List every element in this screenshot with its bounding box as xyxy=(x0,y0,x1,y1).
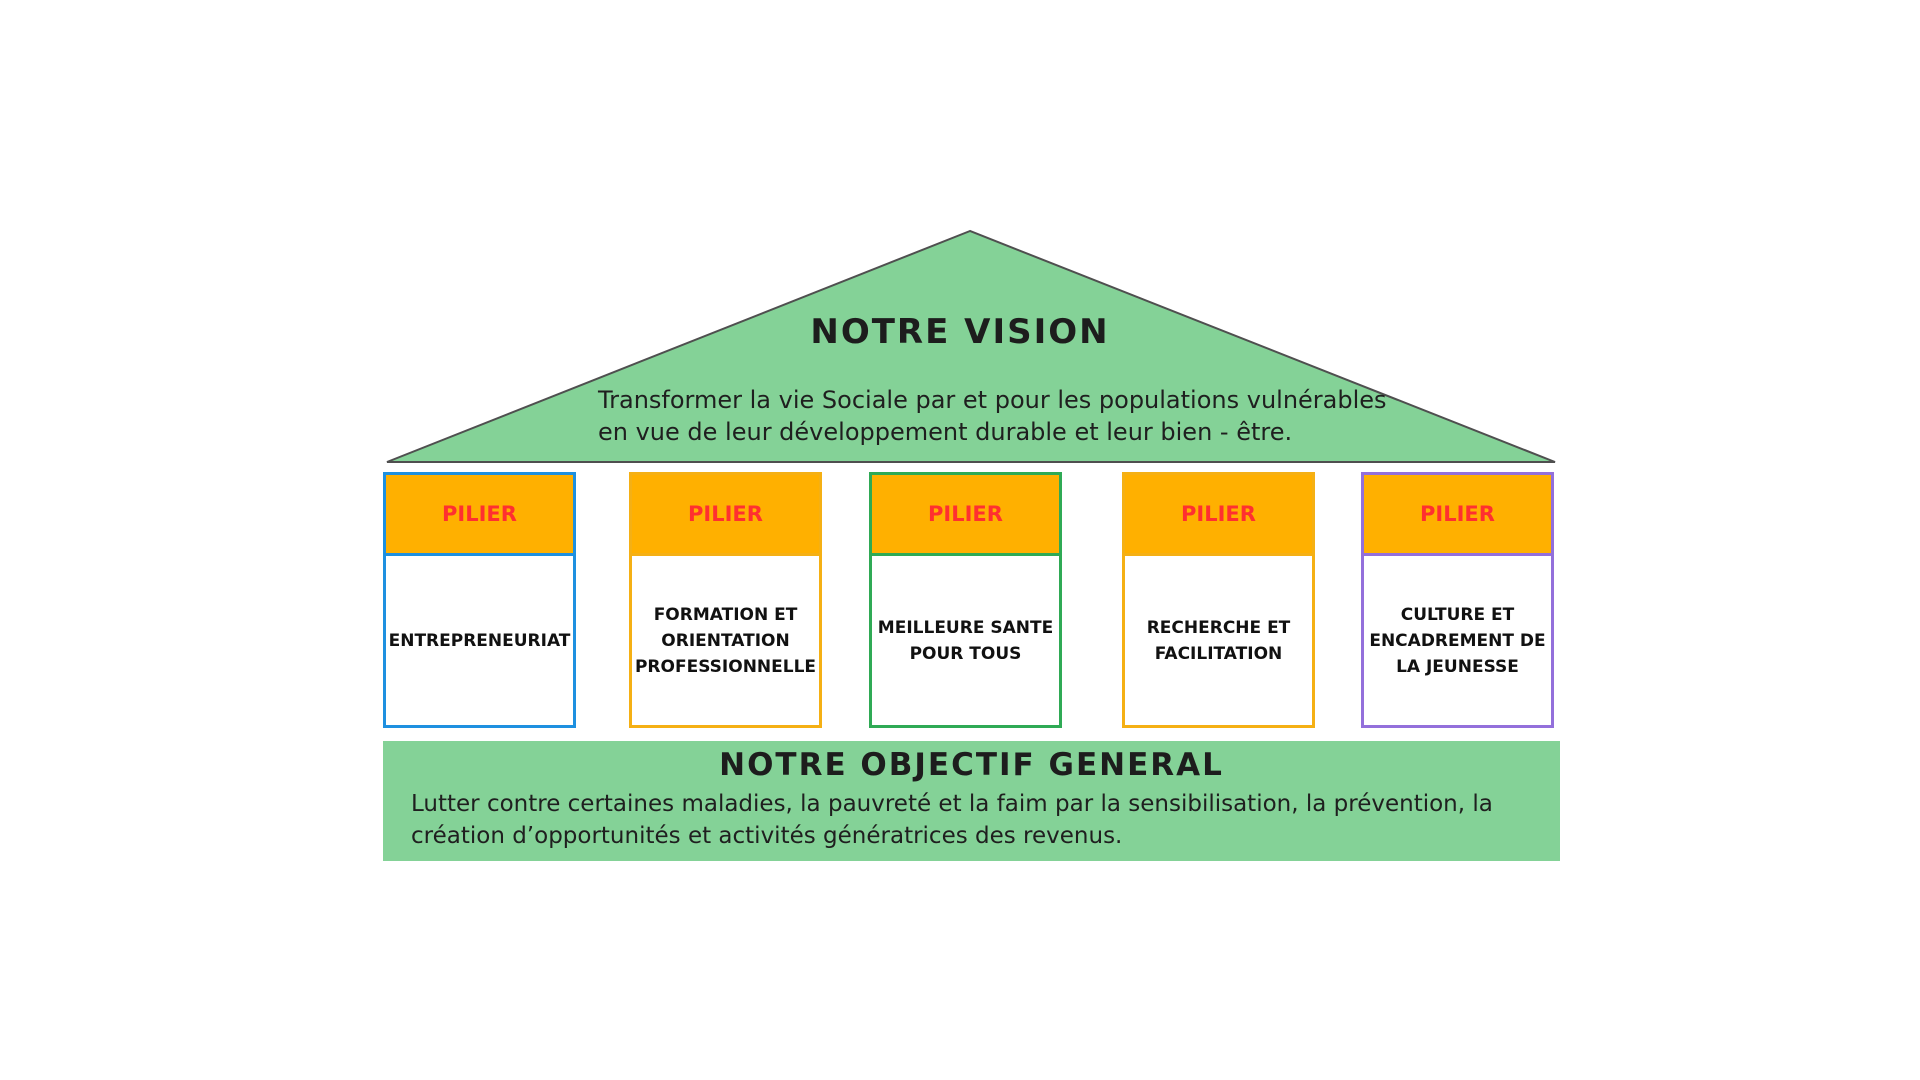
objective-line-2: création d’opportunités et activités gén… xyxy=(411,823,1123,849)
pillar-formation: PILIER FORMATION ET ORIENTATION PROFESSI… xyxy=(629,472,822,728)
pillar-entrepreneuriat: PILIER ENTREPRENEURIAT xyxy=(383,472,576,728)
pillar-sante: PILIER MEILLEURE SANTE POUR TOUS xyxy=(869,472,1062,728)
objective-text: Lutter contre certaines maladies, la pau… xyxy=(411,788,1541,852)
pillar-head: PILIER xyxy=(872,475,1059,556)
pillar-label: MEILLEURE SANTE POUR TOUS xyxy=(872,556,1059,725)
pillar-label-line: CULTURE ET xyxy=(1400,604,1515,625)
pillar-head: PILIER xyxy=(1125,475,1312,556)
vision-line-1: Transformer la vie Sociale par et pour l… xyxy=(598,386,1387,414)
pillar-label-line: ENTREPRENEURIAT xyxy=(388,630,571,651)
pillar-head: PILIER xyxy=(632,475,819,556)
pillar-label: FORMATION ET ORIENTATION PROFESSIONNELLE xyxy=(632,556,819,725)
pillar-label-line: PROFESSIONNELLE xyxy=(634,656,817,677)
vision-title: NOTRE VISION xyxy=(810,312,1110,352)
pillar-label-line: RECHERCHE ET xyxy=(1146,617,1291,638)
pillar-label-line: FACILITATION xyxy=(1154,643,1283,664)
pillar-label-line: ORIENTATION xyxy=(661,630,790,651)
vision-text: Transformer la vie Sociale par et pour l… xyxy=(598,384,1418,448)
pillar-label-line: FORMATION ET xyxy=(653,604,798,625)
pillar-label: ENTREPRENEURIAT xyxy=(386,556,573,725)
objective-line-1: Lutter contre certaines maladies, la pau… xyxy=(411,791,1493,817)
pillar-recherche: PILIER RECHERCHE ET FACILITATION xyxy=(1122,472,1315,728)
pillar-label-line: LA JEUNESSE xyxy=(1396,656,1519,677)
objective-band: NOTRE OBJECTIF GENERAL Lutter contre cer… xyxy=(383,741,1560,861)
pillar-head: PILIER xyxy=(1364,475,1551,556)
pillar-label-line: MEILLEURE SANTE xyxy=(877,617,1054,638)
pillar-head: PILIER xyxy=(386,475,573,556)
vision-line-2: en vue de leur développement durable et … xyxy=(598,418,1293,446)
roof-triangle xyxy=(386,229,1556,463)
pillar-label-line: ENCADREMENT DE xyxy=(1369,630,1546,651)
pillar-culture: PILIER CULTURE ET ENCADREMENT DE LA JEUN… xyxy=(1361,472,1554,728)
pillar-label: RECHERCHE ET FACILITATION xyxy=(1125,556,1312,725)
pillar-label-line: POUR TOUS xyxy=(909,643,1022,664)
pillar-label: CULTURE ET ENCADREMENT DE LA JEUNESSE xyxy=(1364,556,1551,725)
objective-title: NOTRE OBJECTIF GENERAL xyxy=(719,747,1224,783)
